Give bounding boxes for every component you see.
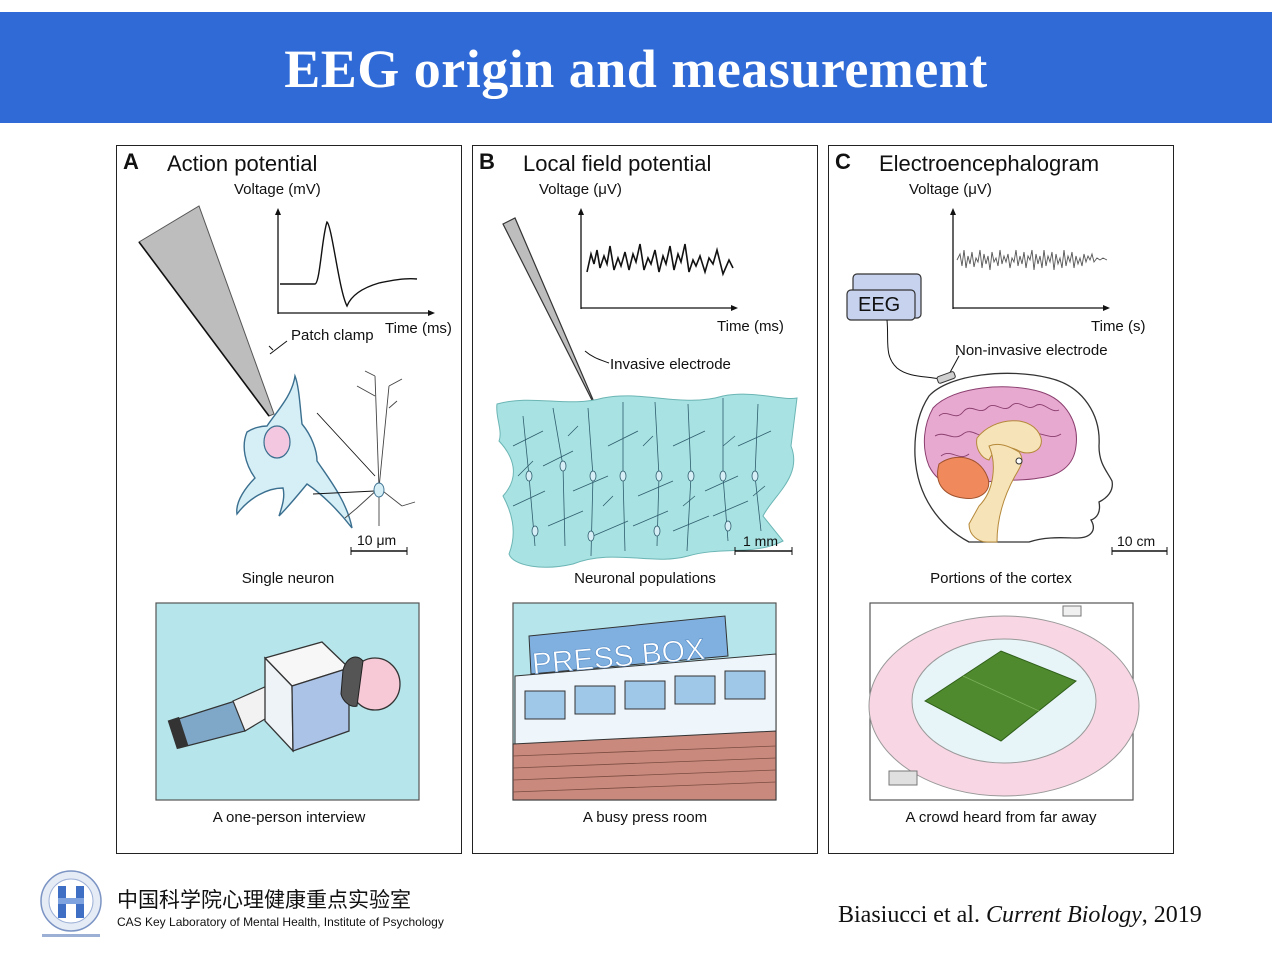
org-name-cn: 中国科学院心理健康重点实验室 bbox=[117, 888, 411, 912]
panel-a-x-label: Time (ms) bbox=[385, 320, 452, 337]
scale-label-b: 1 mm bbox=[743, 533, 778, 549]
panel-c-figure bbox=[846, 208, 1168, 801]
panel-b-y-label: Voltage (μV) bbox=[539, 181, 622, 198]
eeg-device bbox=[846, 273, 922, 321]
eeg-trace bbox=[956, 249, 1108, 271]
invasive-electrode bbox=[502, 217, 601, 417]
panel-b-axes bbox=[578, 208, 738, 311]
panel-c: C Electroencephalogram Voltage (μV) Time… bbox=[828, 145, 1174, 854]
panel-b-figure: PRESS BOX bbox=[496, 208, 798, 801]
scale-bar-b bbox=[734, 547, 793, 555]
panel-a-letter: A bbox=[123, 149, 139, 174]
panel-a-y-label: Voltage (mV) bbox=[234, 181, 321, 198]
citation-journal: Current Biology bbox=[985, 902, 1142, 928]
panel-c-letter: C bbox=[835, 149, 851, 174]
brain-head-illustration bbox=[914, 371, 1113, 543]
panel-a-figure bbox=[138, 205, 435, 801]
cas-lab-logo bbox=[40, 870, 102, 937]
pyramidal-neuron bbox=[344, 370, 416, 526]
tissue-somata bbox=[525, 460, 759, 542]
panel-a: A Action potential Voltage (mV) Time (ms… bbox=[116, 145, 462, 854]
scale-label-c: 10 cm bbox=[1117, 533, 1156, 549]
patch-pipette bbox=[138, 205, 275, 417]
citation-authors: Biasiucci et al. bbox=[838, 902, 980, 928]
panel-c-title: Electroencephalogram bbox=[879, 151, 1100, 176]
interview-caption: A one-person interview bbox=[212, 809, 366, 826]
press-room-scene bbox=[512, 602, 777, 801]
cortex-portions-caption: Portions of the cortex bbox=[930, 570, 1072, 587]
panel-c-y-label: Voltage (μV) bbox=[909, 181, 992, 198]
citation: Biasiucci et al. Current Biology, 2019 bbox=[838, 902, 1202, 929]
single-neuron-caption: Single neuron bbox=[241, 570, 335, 587]
citation-year: , 2019 bbox=[1141, 902, 1202, 928]
neuronal-populations-caption: Neuronal populations bbox=[574, 570, 716, 587]
invasive-electrode-label: Invasive electrode bbox=[610, 356, 731, 373]
crowd-caption: A crowd heard from far away bbox=[905, 809, 1097, 826]
neuronal-tissue bbox=[496, 393, 798, 568]
neuron-body bbox=[236, 373, 353, 529]
panel-b: PRESS BOX B Local field potential Voltag… bbox=[472, 145, 818, 854]
non-invasive-electrode-label: Non-invasive electrode bbox=[955, 342, 1108, 359]
neuron-nucleus bbox=[263, 425, 291, 459]
panel-c-axes bbox=[950, 208, 1110, 311]
slide-title: EEG origin and measurement bbox=[284, 39, 988, 99]
press-room-caption: A busy press room bbox=[582, 809, 708, 826]
panel-b-title: Local field potential bbox=[523, 151, 712, 176]
eeg-device-label: EEG bbox=[858, 294, 901, 316]
interview-scene bbox=[155, 602, 420, 801]
scale-bar-c bbox=[1111, 547, 1168, 555]
panel-a-title: Action potential bbox=[167, 151, 318, 176]
action-potential-trace bbox=[280, 220, 418, 308]
panel-b-letter: B bbox=[479, 149, 495, 174]
panel-c-x-label: Time (s) bbox=[1091, 318, 1146, 335]
scale-bar-a bbox=[350, 547, 408, 555]
panel-b-x-label: Time (ms) bbox=[717, 318, 784, 335]
football-pitch bbox=[924, 650, 1077, 742]
panel-a-axes bbox=[275, 208, 435, 316]
lfp-trace bbox=[586, 243, 734, 277]
stadium-scene bbox=[868, 602, 1140, 801]
title-bar bbox=[0, 12, 1272, 123]
org-name-en: CAS Key Laboratory of Mental Health, Ins… bbox=[117, 915, 444, 929]
patch-clamp-label: Patch clamp bbox=[291, 327, 374, 344]
scale-label-a: 10 μm bbox=[357, 532, 397, 548]
